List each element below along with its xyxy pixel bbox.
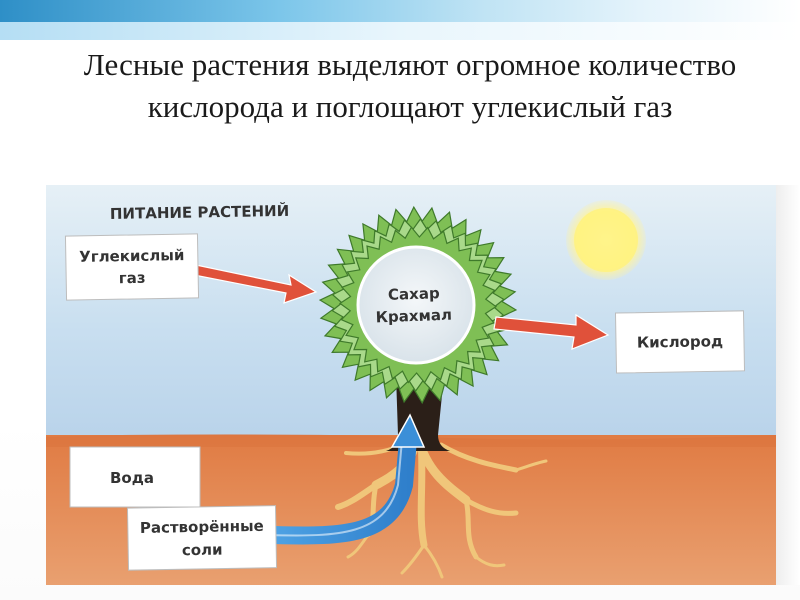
salts-label-line1: Растворённые: [140, 517, 264, 537]
slide-title: Лесные растения выделяют огромное количе…: [60, 44, 760, 128]
oxygen-box: Кислород: [615, 311, 744, 373]
diagram-heading: ПИТАНИЕ РАСТЕНИЙ: [110, 201, 290, 223]
center-label-starch: Крахмал: [375, 306, 452, 327]
slide-right-margin: [776, 185, 800, 585]
carbon-dioxide-label-line2: газ: [119, 269, 146, 287]
carbon-dioxide-box: Углекислый газ: [65, 234, 198, 300]
decorative-top-band-shadow: [0, 22, 800, 40]
center-label-sugar: Сахар: [388, 284, 441, 304]
salts-box: Растворённые соли: [127, 506, 276, 571]
plant-nutrition-diagram: ПИТАНИЕ РАСТЕНИЙ Углекислый газ Сахар Кр…: [46, 185, 776, 585]
decorative-top-band: [0, 0, 800, 22]
water-box: Вода: [70, 447, 200, 507]
salts-label-line2: соли: [182, 541, 223, 560]
leaf-center-circle: [358, 247, 474, 363]
carbon-dioxide-label-line1: Углекислый: [79, 246, 185, 266]
water-label: Вода: [110, 469, 154, 487]
oxygen-label: Кислород: [637, 332, 723, 352]
